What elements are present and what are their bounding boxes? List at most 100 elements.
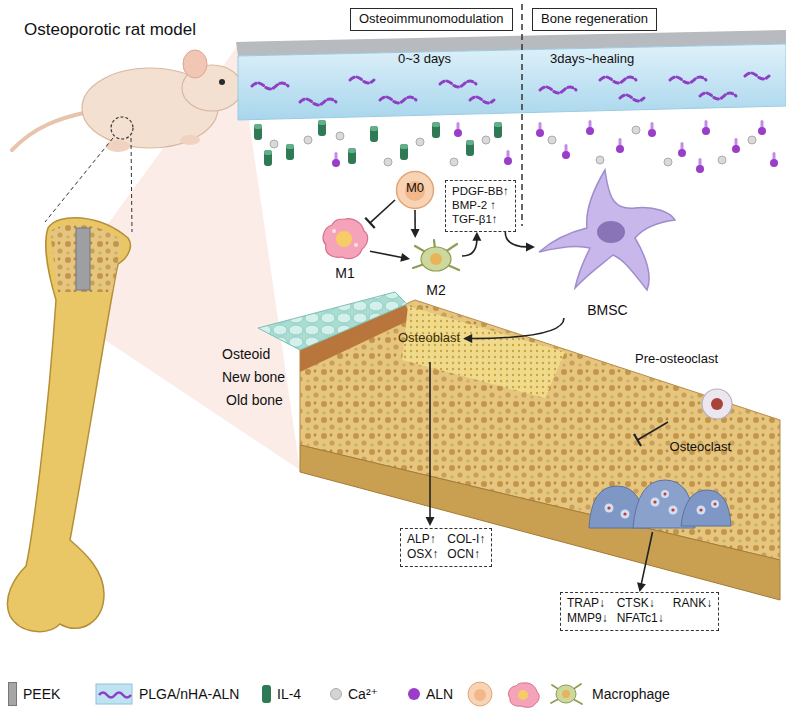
text-group: M2 [410,282,462,298]
macrophage-m0: M0 [395,170,435,210]
legend-text: Ca²⁺ [348,686,378,702]
bmsc-cell: BMSC [535,160,680,318]
membrane [236,30,786,120]
connector-line [370,200,395,223]
phase-box: Osteoimmunomodulation [350,8,513,31]
text-group: TRAP↓ CTSK↓ RANK↓ MMP9↓ NFATc1↓ [567,597,712,626]
node-text: NFATc1↓ [617,612,664,626]
connector [463,318,564,343]
connector [370,251,410,261]
marker-box: ALP↑ COL-I↑ OSX↑ OCN↑ [400,528,492,567]
legend-text: Macrophage [592,686,670,702]
text-group: PDGF-BB↑BMP-2 ↑TGF-β1↑ [452,185,509,227]
inhibition-bar [634,434,641,446]
node-text: OSX↑ [407,548,438,562]
legend-swatch [8,682,17,706]
node-text: TRAP↓ [567,597,608,611]
osteoclast-cells: Osteoclast [585,440,735,532]
phase-box: Bone regeneration [532,8,657,31]
cell-shape [410,238,462,280]
legend-text: ALN [426,686,453,702]
text-group: BMSC [535,302,680,318]
connector [634,422,668,446]
node-text: ALP↑ [407,533,438,547]
phase-divider [521,4,523,226]
text-group: Osteoblast [398,331,460,346]
node-text: Osteoclast [670,440,731,455]
text-group: M1 [320,265,370,281]
released-particles [254,120,778,173]
cell-shape [535,160,680,295]
legend-item: IL-4 [262,680,301,708]
marker-box: TRAP↓ CTSK↓ RANK↓ MMP9↓ NFATc1↓ [560,592,719,631]
legend-item: Macrophage [466,680,670,708]
inhibition-bar [365,218,374,228]
connector [411,210,420,238]
legend-text: PLGA/nHA-ALN [139,686,239,702]
factor-box: PDGF-BB↑BMP-2 ↑TGF-β1↑ [445,180,516,232]
node-text: PDGF-BB↑ [452,185,509,198]
pre-osteoclast-cell: Pre-osteoclast [635,352,745,422]
arrowhead [472,232,481,241]
legend-swatch [330,688,342,700]
leader-arrow [426,362,435,526]
legend-item: ALN [408,680,453,708]
node-text: OCN↑ [447,548,485,562]
node-text: Bone regeneration [541,12,648,27]
time-label: 0~3 days [398,52,451,67]
legend-icon [466,680,586,708]
legend-icon [95,683,133,705]
node-text: M2 [410,282,462,298]
arrowhead [411,229,420,238]
osteoblast-layer: Osteoblast [395,330,463,347]
rat [12,50,244,152]
femur [7,218,130,632]
legend-item: PLGA/nHA-ALN [95,680,239,708]
macrophage-m1: M1 [320,215,370,281]
legend-item: Ca²⁺ [330,680,378,708]
layer-label: Old bone [226,392,283,408]
layer-label: New bone [222,369,285,385]
arrowhead [463,334,472,343]
node-text: M0 [395,181,435,196]
node-text: TGF-β1↑ [452,213,509,226]
node-text: BMP-2 ↑ [452,199,509,212]
node-text: Osteoimmunomodulation [359,12,504,27]
arrowhead [400,253,410,262]
node-text: COL-I↑ [447,533,485,547]
text-group: ALP↑ COL-I↑ OSX↑ OCN↑ [407,533,485,562]
arrowhead [526,242,535,251]
connector [505,232,535,252]
connector-line [638,422,669,440]
node-text: RANK↓ [673,597,712,611]
connector [637,532,652,592]
bone-block [258,292,780,600]
time-label: 3days~healing [550,52,634,67]
legend-text: PEEK [23,686,60,702]
connector-line [414,210,416,231]
legend-item: PEEK [8,680,60,708]
connector [365,200,395,228]
legend-text: IL-4 [277,686,301,702]
cell-shape [320,215,370,261]
connector-line [505,232,528,247]
text-group: Bone regeneration [541,12,648,27]
node-text: Pre-osteoclast [635,352,718,367]
text-group: Pre-osteoclast [635,352,718,367]
text-group: Osteoclast [670,440,731,455]
connector-line [370,251,403,257]
node-text: M1 [320,265,370,281]
node-text: BMSC [535,302,680,318]
zoom-line [45,138,113,222]
legend-swatch [408,688,420,700]
node-text: CTSK↓ [617,597,664,611]
connector-line [641,532,652,585]
figure-heading: Osteoporotic rat model [24,20,196,40]
node-text: MMP9↓ [567,612,608,626]
text-group: Osteoimmunomodulation [359,12,504,27]
connector-line [470,318,564,338]
connector [462,232,481,256]
layer-label: Osteoid [222,346,270,362]
zoom-line [131,138,132,232]
